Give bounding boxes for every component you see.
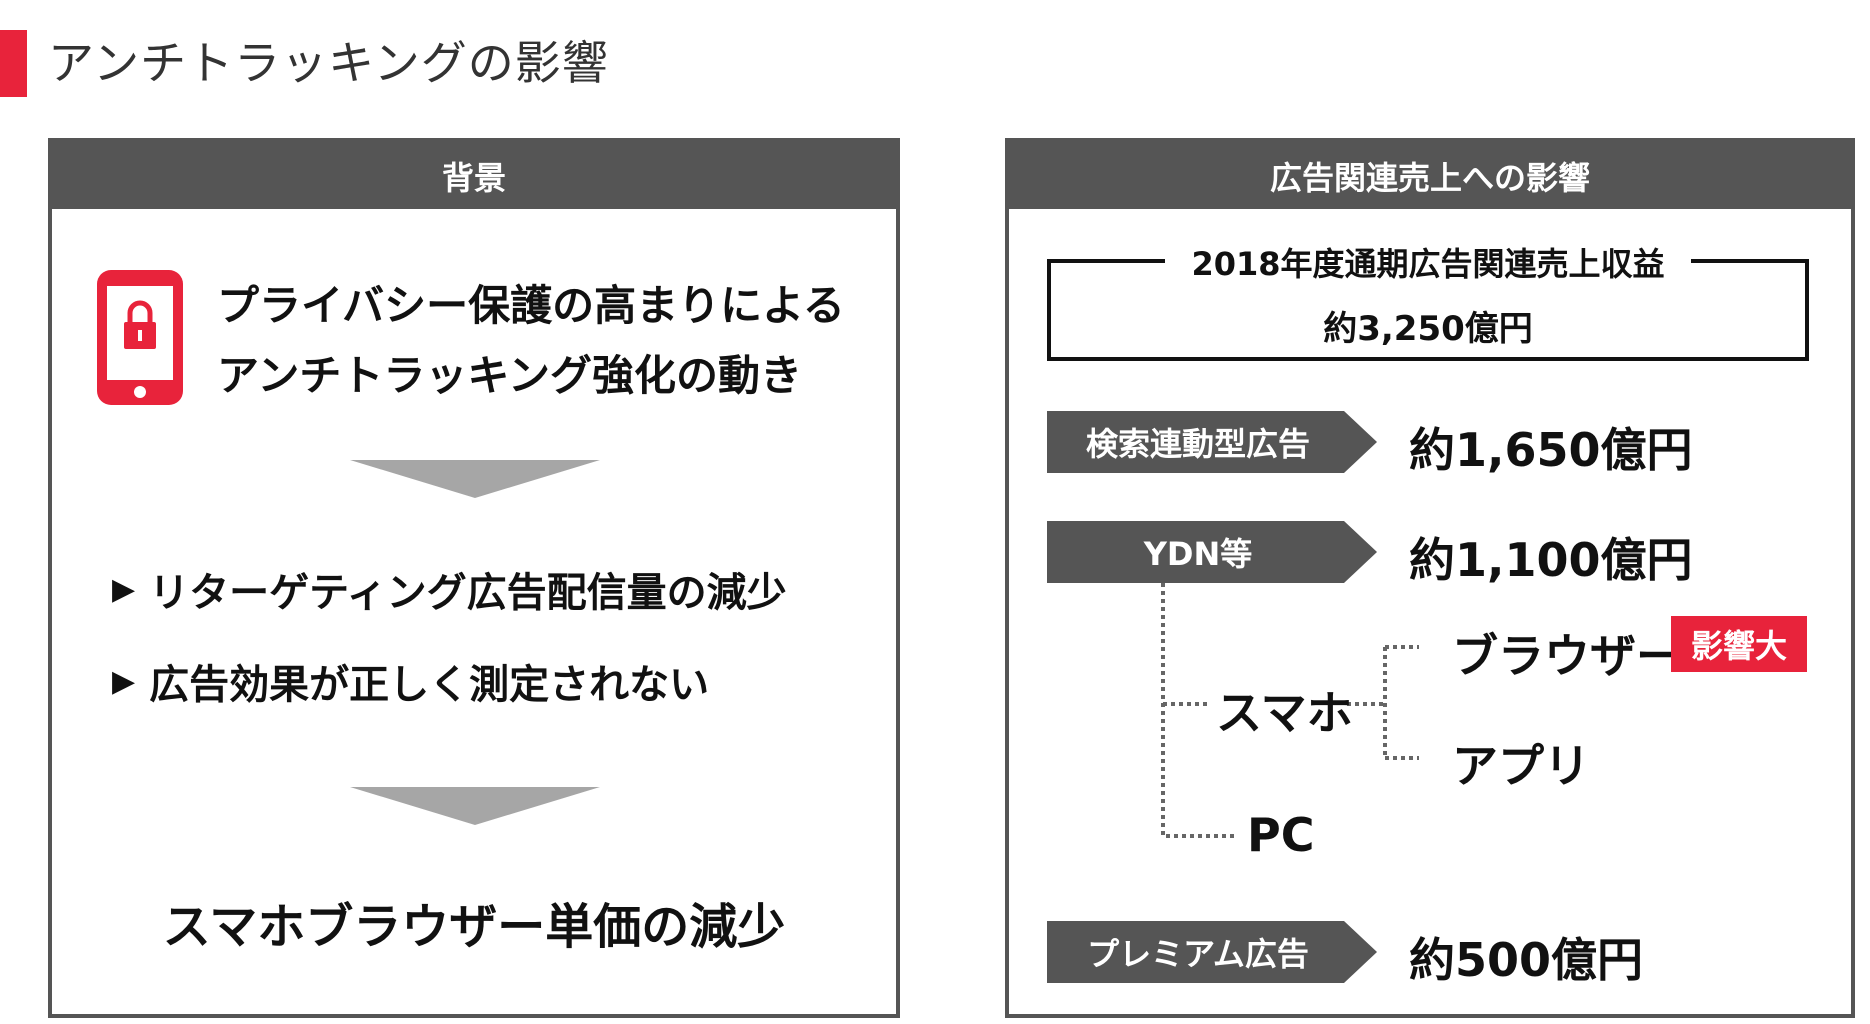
background-panel-header: 背景 bbox=[52, 142, 896, 209]
smartphone-lock-icon bbox=[97, 270, 183, 405]
category-chevron: YDN等 bbox=[1047, 521, 1377, 583]
bullet-text: 広告効果が正しく測定されない bbox=[149, 662, 710, 708]
tree-node-smartphone: スマホ bbox=[1216, 686, 1353, 740]
down-arrow-icon bbox=[350, 460, 600, 498]
category-chevron: プレミアム広告 bbox=[1047, 921, 1377, 983]
high-impact-badge: 影響大 bbox=[1671, 616, 1807, 672]
category-amount: 約500億円 bbox=[1409, 933, 1644, 987]
category-chevron: 検索連動型広告 bbox=[1047, 411, 1377, 473]
total-revenue-label: 2018年度通期広告関連売上収益 bbox=[1165, 245, 1691, 283]
tree-node-browser: ブラウザー bbox=[1452, 629, 1682, 683]
bullet-item: ▶ リターゲティング広告配信量の減少 bbox=[112, 560, 787, 618]
total-revenue-box: 2018年度通期広告関連売上収益 約3,250億円 bbox=[1047, 245, 1809, 361]
down-arrow-icon bbox=[350, 787, 600, 825]
bullet-item: ▶ 広告効果が正しく測定されない bbox=[112, 652, 709, 710]
background-panel: 背景 プライバシー保護の高まりによる アンチトラッキング強化の動き ▶ リターゲ… bbox=[48, 138, 900, 1018]
conclusion-text: スマホブラウザー単価の減少 bbox=[162, 899, 786, 955]
page-title: アンチトラッキングの影響 bbox=[48, 36, 609, 90]
category-amount: 約1,650億円 bbox=[1409, 423, 1693, 477]
driver-text-line1: プライバシー保護の高まりによる bbox=[217, 281, 845, 330]
driver-text-line2: アンチトラッキング強化の動き bbox=[217, 351, 803, 400]
triangle-bullet-icon: ▶ bbox=[112, 571, 136, 607]
title-accent-bar bbox=[0, 30, 27, 97]
category-amount: 約1,100億円 bbox=[1409, 533, 1693, 587]
tree-node-app: アプリ bbox=[1452, 739, 1590, 793]
impact-panel-header: 広告関連売上への影響 bbox=[1009, 142, 1851, 209]
total-revenue-value: 約3,250億円 bbox=[1323, 309, 1533, 349]
triangle-bullet-icon: ▶ bbox=[112, 663, 136, 699]
ad-revenue-impact-panel: 広告関連売上への影響 2018年度通期広告関連売上収益 約3,250億円 検索連… bbox=[1005, 138, 1855, 1018]
tree-node-pc: PC bbox=[1247, 808, 1315, 862]
bullet-text: リターゲティング広告配信量の減少 bbox=[149, 570, 787, 616]
